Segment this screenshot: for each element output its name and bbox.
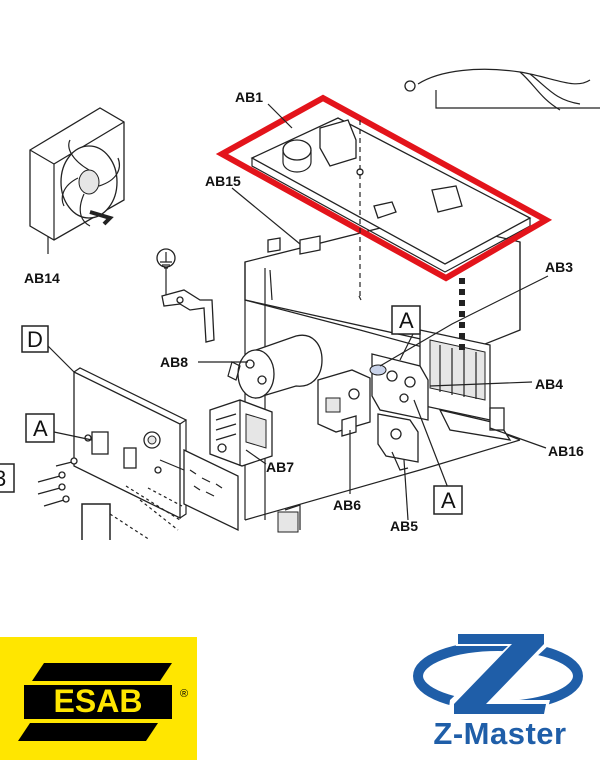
ab1-control-board [250,117,532,273]
ab14-fan [29,107,125,241]
power-board [159,448,239,532]
leader-lines [47,103,549,521]
callout-ab6: AB6 [333,497,361,513]
ab1-highlight-frame [215,94,553,282]
ground-wire [404,68,600,111]
registered-mark: ® [180,688,188,700]
ab7-component [209,399,273,467]
box-d: D [21,325,49,353]
callout-ab14: AB14 [24,270,60,286]
box-a-top: A [391,305,421,335]
svg-text:3: 3 [0,466,6,491]
callout-ab5: AB5 [390,518,418,534]
callout-ab15: AB15 [205,173,241,189]
ab5-terminal [377,413,419,471]
callout-ab8: AB8 [160,354,188,370]
ground-bracket [156,248,215,343]
callout-ab1: AB1 [235,89,263,105]
callout-ab3: AB3 [545,259,573,275]
box-a-bottom: A [433,485,463,515]
ab6-terminal [317,369,371,437]
front-panel [73,367,188,520]
zmaster-wordmark: Z-Master [433,716,567,751]
zmaster-logo: Z-Master [410,630,590,755]
esab-logo: ESAB ® [0,637,197,760]
ab8-capacitor [227,334,323,399]
callout-ab7: AB7 [266,459,294,475]
box-a-left: A [25,413,55,443]
svg-text:A: A [33,416,48,441]
ab4-terminal [369,353,429,421]
callout-ab4: AB4 [535,376,563,392]
exploded-parts-diagram: AB1 AB15 AB14 AB3 AB8 AB4 AB16 AB7 AB6 A… [0,68,600,540]
svg-text:A: A [399,308,414,333]
zmaster-z-emblem [413,630,583,716]
screws [37,457,78,507]
svg-text:A: A [441,488,456,513]
callout-ab16: AB16 [548,443,584,459]
box-3-partial: 3 [0,463,15,493]
svg-text:D: D [27,327,43,352]
transformer-block [419,329,512,441]
esab-wordmark: ESAB [54,683,143,719]
box-blank-partial [81,503,111,540]
